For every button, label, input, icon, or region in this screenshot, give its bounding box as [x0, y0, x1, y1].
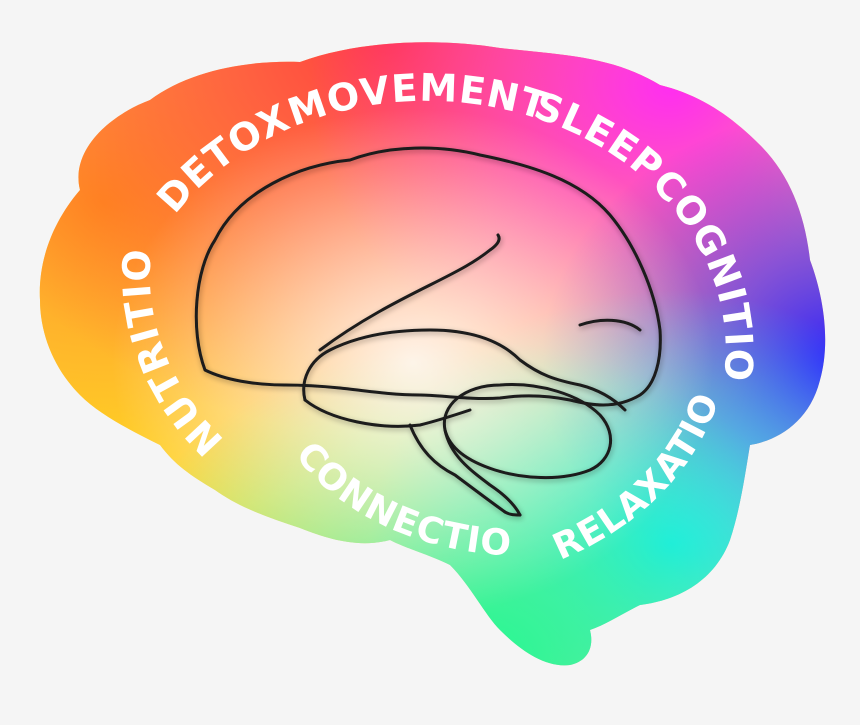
brain-outline-icon [194, 146, 662, 517]
